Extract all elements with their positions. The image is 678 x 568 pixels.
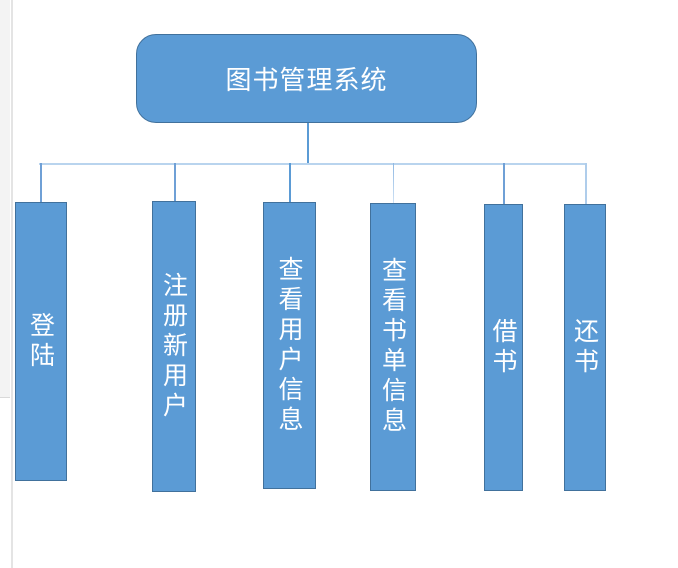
connector-drop-register xyxy=(174,163,176,201)
connector-drop-borrow-book xyxy=(503,163,505,204)
node-view-booklist-info-label: 查看书单信息 xyxy=(378,257,408,437)
page-margin-strip xyxy=(0,0,10,398)
node-borrow-book[interactable]: 借书 xyxy=(484,204,523,491)
node-view-user-info[interactable]: 查看用户信息 xyxy=(263,202,316,489)
node-view-booklist-info[interactable]: 查看书单信息 xyxy=(370,203,416,491)
node-register-new-user[interactable]: 注册新用户 xyxy=(152,201,196,492)
connector-drop-return-book xyxy=(585,163,587,204)
connector-drop-view-user-info xyxy=(289,163,291,202)
connector-horizontal-bus xyxy=(39,163,587,165)
root-node-label: 图书管理系统 xyxy=(225,66,388,96)
node-return-book[interactable]: 还书 xyxy=(564,204,606,491)
node-login[interactable]: 登陆 xyxy=(15,202,67,481)
page-edge-line xyxy=(11,0,13,568)
node-borrow-book-label: 借书 xyxy=(489,317,518,378)
connector-drop-login xyxy=(40,163,42,202)
root-node[interactable]: 图书管理系统 xyxy=(136,34,477,123)
connector-root-stem xyxy=(307,123,309,163)
node-return-book-label: 还书 xyxy=(570,317,600,378)
node-register-new-user-label: 注册新用户 xyxy=(159,271,189,422)
connector-drop-view-booklist-info xyxy=(392,163,394,203)
node-view-user-info-label: 查看用户信息 xyxy=(275,255,304,436)
node-login-label: 登陆 xyxy=(26,311,56,372)
